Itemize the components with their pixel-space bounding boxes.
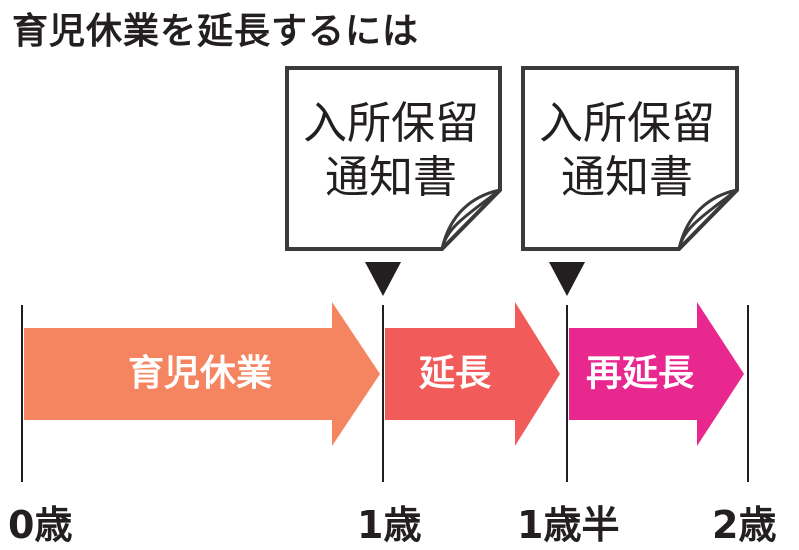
document-curl-1 xyxy=(440,188,502,251)
document-2-line-1: 入所保留 xyxy=(539,98,715,149)
age-label-1-5: 1歳半 xyxy=(517,503,620,547)
document-1-line-1: 入所保留 xyxy=(303,98,479,149)
document-curl-2 xyxy=(677,188,739,251)
period-label-re-extension: 再延長 xyxy=(585,353,694,394)
period-arrow-childcare-leave xyxy=(24,302,380,446)
pointer-triangle-1 xyxy=(365,262,401,296)
pointer-triangle-2 xyxy=(549,262,585,296)
document-notice-1 xyxy=(285,66,502,251)
period-arrow-extension xyxy=(385,302,560,446)
document-2-line-2: 通知書 xyxy=(561,152,693,203)
age-label-2: 2歳 xyxy=(712,503,777,547)
diagram-title: 育児休業を延長するには xyxy=(12,11,420,52)
period-label-extension: 延長 xyxy=(418,353,491,394)
document-notice-2 xyxy=(521,66,739,251)
period-label-childcare-leave: 育児休業 xyxy=(127,353,272,394)
period-arrow-re-extension xyxy=(569,302,744,446)
document-shape-2 xyxy=(521,66,739,251)
age-label-0: 0歳 xyxy=(8,503,73,547)
document-1-line-2: 通知書 xyxy=(325,152,457,203)
document-shape-1 xyxy=(285,66,502,251)
age-label-1: 1歳 xyxy=(357,503,422,547)
